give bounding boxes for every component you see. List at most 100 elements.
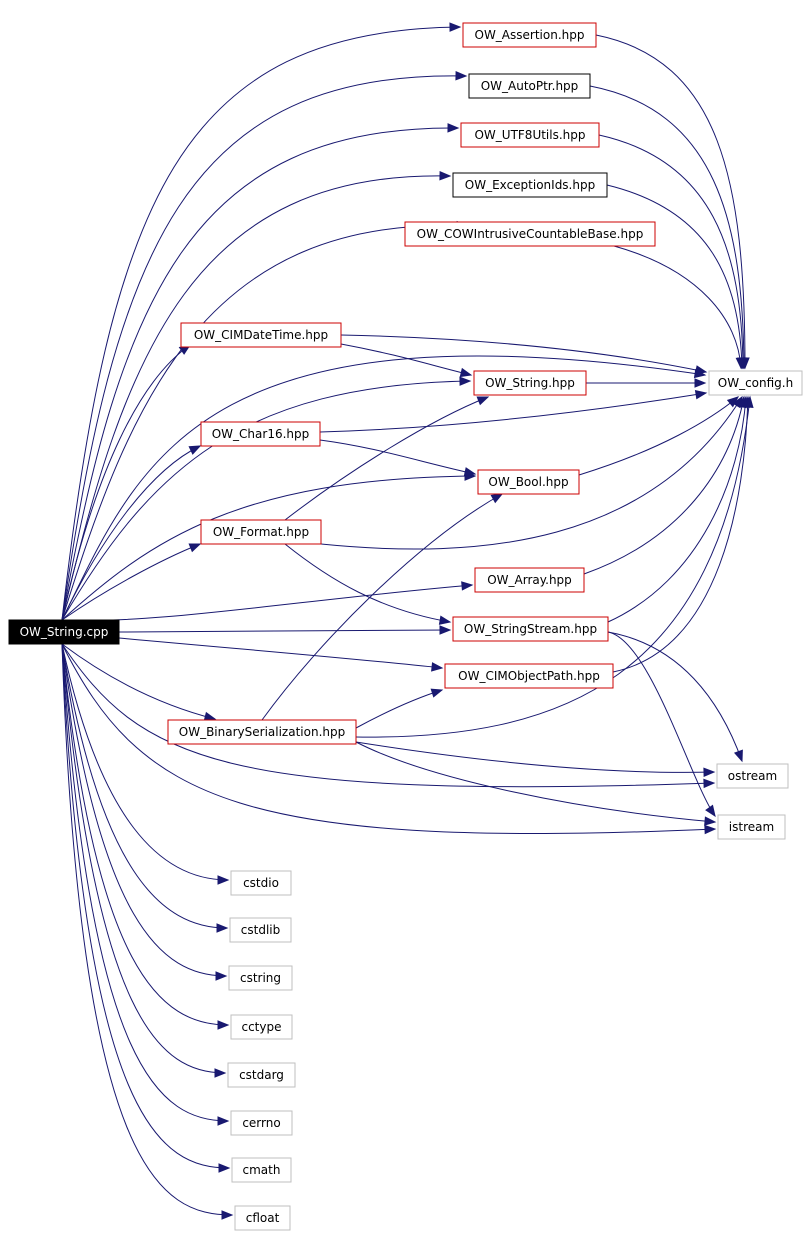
edge-string_cpp-to-exceptionids [61, 171, 452, 621]
edge-line [61, 643, 229, 1122]
node-exceptionids[interactable]: OW_ExceptionIds.hpp [452, 172, 608, 198]
edge-line [284, 543, 451, 623]
node-box [167, 719, 357, 745]
edge-arrowhead [694, 365, 708, 375]
edge-line [612, 396, 749, 673]
node-box [474, 567, 585, 593]
node-box [477, 469, 580, 495]
edge-arrowhead [188, 543, 202, 553]
node-cowbase[interactable]: OW_COWIntrusiveCountableBase.hpp [404, 221, 656, 247]
edge-arrowhead [461, 581, 474, 591]
node-string-cpp[interactable]: OW_String.cpp [8, 619, 120, 645]
node-stringstream[interactable]: OW_StringStream.hpp [452, 616, 609, 642]
edge-string_cpp-to-ostream [61, 643, 716, 789]
edge-line [61, 643, 226, 1074]
edge-format-to-stringstream [284, 543, 452, 625]
edge-arrowhead [703, 767, 716, 778]
edge-arrowhead [744, 395, 754, 408]
edge-exceptionids-to-config [606, 184, 747, 370]
node-box [473, 370, 587, 396]
node-label: OW_config.h [718, 376, 793, 390]
edge-string_cpp-to-array [61, 581, 474, 622]
node-format[interactable]: OW_Format.hpp [200, 519, 322, 545]
edge-line [595, 34, 746, 369]
node-cimdatetime[interactable]: OW_CIMDateTime.hpp [180, 322, 342, 348]
edge-char16-to-config [319, 389, 708, 433]
edge-string_cpp-to-cctype [61, 643, 230, 1030]
node-box [708, 370, 803, 396]
edge-arrowhead [438, 615, 452, 625]
edge-line [319, 392, 707, 433]
node-cctype: cctype [230, 1014, 293, 1040]
node-box [227, 1062, 296, 1088]
edge-string_cpp-to-bool [61, 471, 477, 621]
edge-string_cpp-to-cstring [61, 643, 228, 981]
node-label: OW_ExceptionIds.hpp [465, 178, 595, 192]
node-utf8utils[interactable]: OW_UTF8Utils.hpp [460, 122, 600, 148]
edge-cimobjectpath-to-config [612, 395, 753, 673]
node-istream: istream [717, 814, 786, 840]
edge-line [61, 643, 229, 881]
node-label: OW_Array.hpp [487, 573, 572, 587]
node-binaryser[interactable]: OW_BinarySerialization.hpp [167, 719, 357, 745]
edge-string_cpp-to-cmath [61, 643, 231, 1173]
edge-arrowhead [476, 396, 490, 406]
node-cstring: cstring [228, 965, 293, 991]
node-box [229, 917, 292, 943]
node-bool[interactable]: OW_Bool.hpp [477, 469, 580, 495]
edge-line [355, 741, 715, 773]
edge-line [61, 643, 715, 788]
node-array[interactable]: OW_Array.hpp [474, 567, 585, 593]
edge-line [578, 396, 739, 476]
node-box [716, 763, 789, 789]
edge-cimdatetime-to-config [340, 334, 708, 375]
edge-arrowhead [694, 378, 707, 388]
edge-arrowhead [430, 688, 444, 698]
node-label: OW_COWIntrusiveCountableBase.hpp [417, 227, 644, 241]
node-char16[interactable]: OW_Char16.hpp [200, 421, 321, 447]
node-label: istream [729, 820, 774, 834]
node-box [180, 322, 342, 348]
nodes-layer: OW_String.cpp OW_Assertion.hppOW_AutoPtr.… [8, 22, 803, 1231]
edge-arrowhead [215, 971, 228, 981]
edge-string_cpp-to-char16 [61, 445, 202, 621]
edge-binaryser-to-cimobjectpath [355, 688, 444, 729]
node-label: cstdio [243, 876, 279, 890]
edge-line [340, 334, 707, 373]
node-label: ostream [728, 769, 777, 783]
edge-string_cpp-to-cstdio [61, 643, 230, 885]
node-assertion[interactable]: OW_Assertion.hpp [462, 22, 597, 48]
node-box [8, 619, 120, 645]
edge-arrowhead [459, 367, 473, 378]
edge-bool-to-config [578, 396, 740, 476]
edge-string_cpp-to-format [61, 543, 202, 621]
node-box [460, 122, 600, 148]
node-label: cstring [240, 971, 281, 985]
node-label: OW_Assertion.hpp [475, 28, 585, 42]
node-cstdlib: cstdlib [229, 917, 292, 943]
edge-string_cpp-to-stringstream [118, 625, 452, 635]
edge-arrowhead [449, 22, 462, 32]
edge-arrowhead [735, 357, 746, 370]
node-autoptr[interactable]: OW_AutoPtr.hpp [468, 73, 591, 99]
edge-string_cpp-to-autoptr [61, 71, 468, 621]
edge-line [118, 629, 451, 633]
node-string-hpp[interactable]: OW_String.hpp [473, 370, 587, 396]
edge-line [61, 344, 191, 621]
edge-line [284, 396, 489, 521]
node-cfloat: cfloat [234, 1205, 291, 1231]
edge-binaryser-to-ostream [355, 741, 716, 778]
edge-string_cpp-to-config [61, 355, 707, 621]
edge-line [61, 355, 706, 621]
edge-line [355, 689, 443, 729]
node-box [200, 421, 321, 447]
node-box [200, 519, 322, 545]
node-box [230, 870, 292, 896]
edge-line [607, 631, 743, 762]
node-cimobjectpath[interactable]: OW_CIMObjectPath.hpp [444, 663, 614, 689]
edge-string_cpp-to-cowbase [61, 220, 469, 621]
edge-arrowhead [217, 1116, 230, 1126]
edge-arrowhead [203, 711, 217, 722]
edge-line [340, 343, 472, 376]
